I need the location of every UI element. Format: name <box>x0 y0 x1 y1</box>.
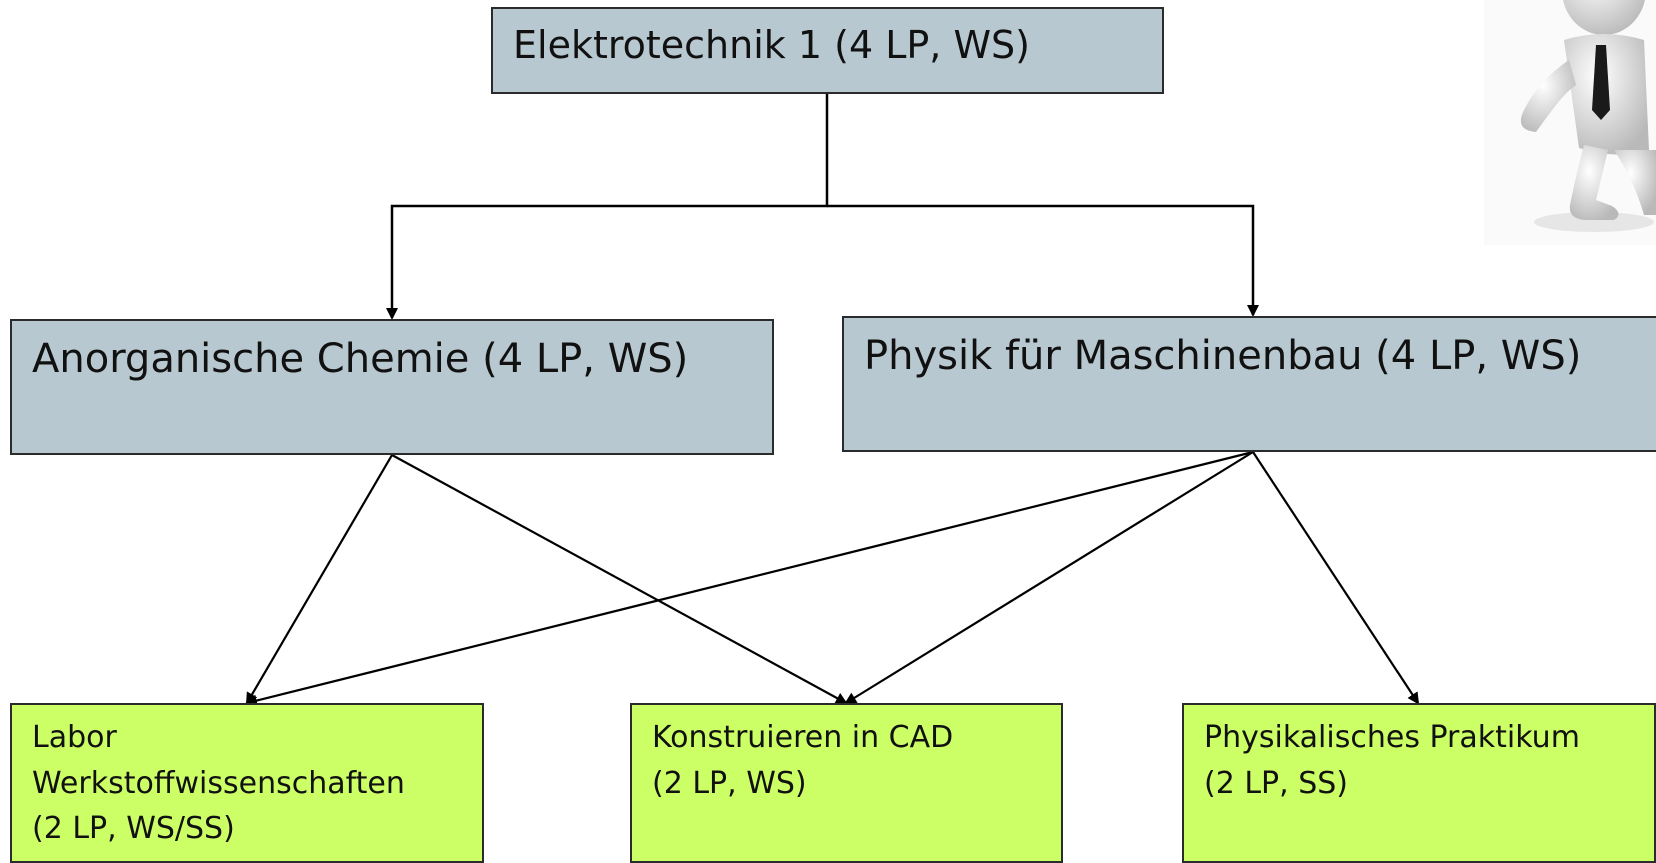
node-physik-maschinenbau: Physik für Maschinenbau (4 LP, WS) <box>842 316 1656 452</box>
node-physikalisches-praktikum-label: Physikalisches Praktikum (2 LP, SS) <box>1204 720 1580 801</box>
edge-phys-to-labor <box>245 450 1254 707</box>
node-anorganische-chemie: Anorganische Chemie (4 LP, WS) <box>10 319 774 455</box>
edge-top-to-phys <box>827 204 1259 317</box>
node-physikalisches-praktikum: Physikalisches Praktikum (2 LP, SS) <box>1182 703 1656 863</box>
node-elektrotechnik-label: Elektrotechnik 1 (4 LP, WS) <box>513 23 1030 67</box>
node-physik-maschinenbau-label: Physik für Maschinenbau (4 LP, WS) <box>864 333 1582 379</box>
node-labor-werkstoff: Labor Werkstoffwissenschaften (2 LP, WS/… <box>10 703 484 863</box>
person-3d-figure-icon <box>1484 0 1656 245</box>
node-elektrotechnik: Elektrotechnik 1 (4 LP, WS) <box>491 7 1164 94</box>
node-labor-werkstoff-label: Labor Werkstoffwissenschaften (2 LP, WS/… <box>32 720 405 847</box>
node-konstruieren-cad-label: Konstruieren in CAD (2 LP, WS) <box>652 720 954 801</box>
node-anorganische-chemie-label: Anorganische Chemie (4 LP, WS) <box>32 336 689 382</box>
edge-phys-to-cad <box>844 451 1254 705</box>
node-konstruieren-cad: Konstruieren in CAD (2 LP, WS) <box>630 703 1063 863</box>
edge-chem-to-cad <box>391 454 848 704</box>
edge-chem-to-labor <box>245 454 393 705</box>
edge-top-to-chem <box>386 94 829 320</box>
edge-phys-to-prak <box>1252 451 1420 705</box>
